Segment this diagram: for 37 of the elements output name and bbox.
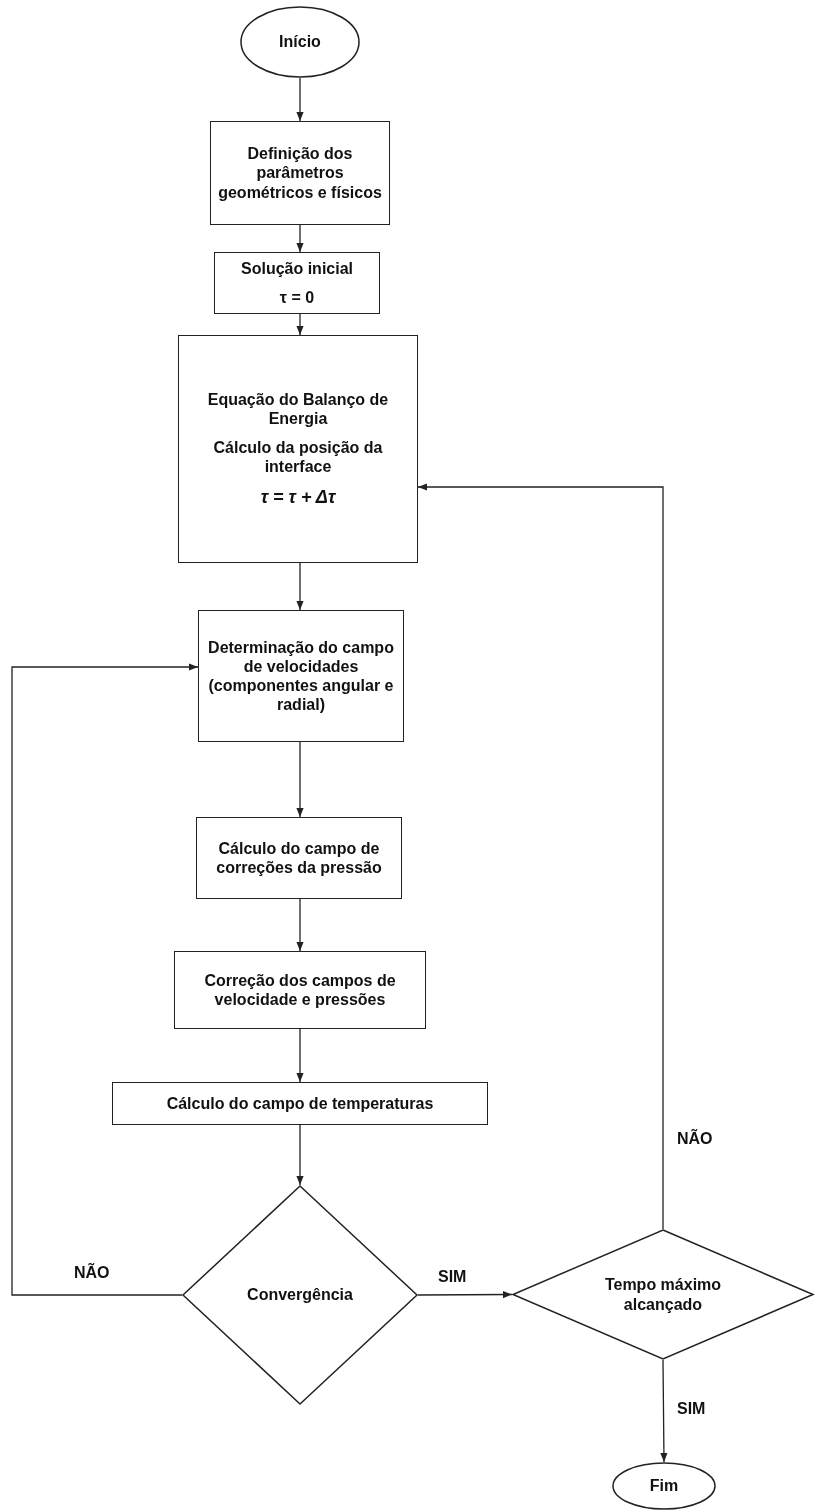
process-box: [198, 610, 404, 742]
terminator-ellipse: [240, 6, 360, 78]
arrow: [11, 663, 199, 1296]
step-text: Convergência: [247, 1285, 353, 1305]
process-box: [174, 951, 426, 1029]
step-text: Fim: [649, 1476, 679, 1496]
arrow: [417, 483, 664, 1230]
process-box: [178, 335, 418, 563]
decision-diamond: [182, 1185, 418, 1405]
step-text: Determinação do campo de velocidades (componentes angular e radial): [207, 637, 395, 715]
arrow: [296, 224, 304, 253]
step-text: Tempo máximo alcançado: [603, 1275, 723, 1314]
step-text: Equação do Balanço de Energia: [206, 389, 390, 429]
arrow: [296, 1028, 304, 1083]
arrow: [296, 1124, 304, 1186]
formula-text: τ = τ + Δτ: [260, 486, 336, 509]
step-text: Cálculo do campo de temperaturas: [166, 1093, 434, 1114]
step-text: Início: [279, 32, 321, 52]
step-text: Definição dos parâmetros geométricos e físicos: [217, 144, 383, 202]
arrow: [296, 898, 304, 952]
decision-diamond: [512, 1229, 814, 1360]
step-text: Solução inicial: [241, 258, 353, 278]
terminator-ellipse: [612, 1462, 716, 1510]
process-box: [210, 121, 390, 225]
arrow: [296, 77, 304, 122]
arrow: [660, 1359, 668, 1463]
step-text: Cálculo da posição da interface: [212, 438, 384, 477]
arrow: [296, 562, 304, 611]
process-box: [112, 1082, 488, 1125]
process-box: [196, 817, 402, 899]
arrow: [296, 741, 304, 818]
formula-text: τ = 0: [279, 288, 315, 308]
step-text: Cálculo do campo de correções da pressão: [215, 838, 383, 878]
step-text: Correção dos campos de velocidade e pressões: [203, 970, 397, 1010]
arrow: [296, 313, 304, 336]
arrow: [417, 1290, 513, 1299]
process-box: [214, 252, 380, 314]
